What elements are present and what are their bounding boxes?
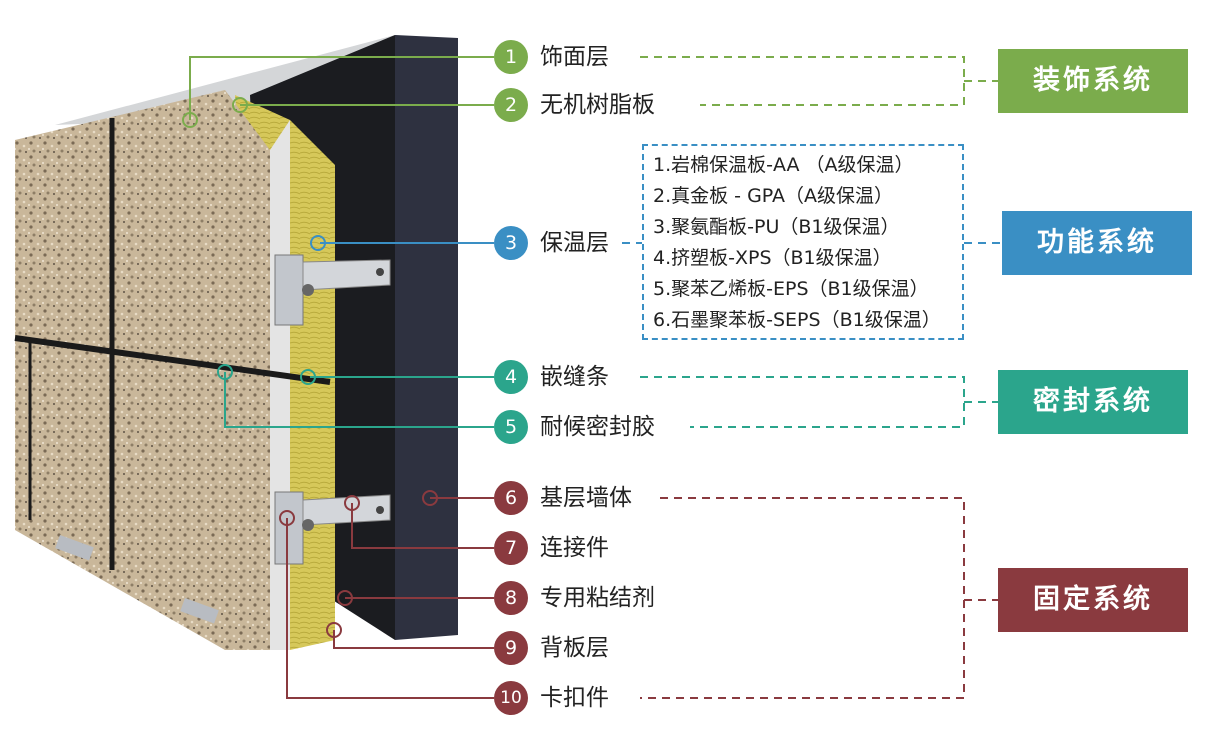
system-tag-decor: 装饰系统 [998, 49, 1188, 113]
number-badge-6: 6 [494, 481, 528, 515]
label-connector: 连接件 [540, 535, 609, 561]
insulation-option: 4.挤塑板-XPS（B1级保温） [653, 247, 892, 269]
label-adhesive: 专用粘结剂 [540, 585, 655, 611]
number-badge-1: 1 [494, 40, 528, 74]
insulation-option: 5.聚苯乙烯板-EPS（B1级保温） [653, 278, 929, 300]
insulation-option: 1.岩棉保温板-AA （A级保温） [653, 154, 914, 176]
label-clip: 卡扣件 [540, 685, 609, 711]
system-tag-seal: 密封系统 [998, 370, 1188, 434]
insulation-options-box: 1.岩棉保温板-AA （A级保温） 2.真金板 - GPA（A级保温） 3.聚氨… [642, 144, 964, 340]
label-back-board: 背板层 [540, 635, 609, 661]
number-badge-8: 8 [494, 581, 528, 615]
number-badge-9: 9 [494, 631, 528, 665]
insulation-option: 3.聚氨酯板-PU（B1级保温） [653, 216, 900, 238]
decor-leaders [182, 56, 494, 128]
insulation-option: 2.真金板 - GPA（A级保温） [653, 185, 894, 207]
number-badge-10: 10 [494, 681, 528, 715]
number-badge-5: 5 [494, 410, 528, 444]
number-badge-7: 7 [494, 531, 528, 565]
label-insulation-layer: 保温层 [540, 230, 609, 256]
system-tag-fix: 固定系统 [998, 568, 1188, 632]
insulation-option: 6.石墨聚苯板-SEPS（B1级保温） [653, 309, 941, 331]
horizontal-joint [14, 335, 331, 385]
label-joint-strip: 嵌缝条 [540, 364, 609, 390]
stone-facade [15, 90, 270, 650]
number-badge-4: 4 [494, 360, 528, 394]
label-base-wall: 基层墙体 [540, 485, 632, 511]
connector-bracket-bottom [274, 491, 391, 565]
label-resin-board: 无机树脂板 [540, 92, 655, 118]
number-badge-3: 3 [494, 226, 528, 260]
number-badge-2: 2 [494, 88, 528, 122]
label-finish-layer: 饰面层 [540, 44, 609, 70]
function-leaders [310, 235, 494, 251]
connector-bracket-top [274, 254, 391, 326]
base-wall [395, 35, 458, 640]
label-sealant: 耐候密封胶 [540, 414, 655, 440]
system-tag-function: 功能系统 [1002, 211, 1192, 275]
seal-leaders [217, 364, 494, 428]
fix-leaders [279, 490, 494, 699]
